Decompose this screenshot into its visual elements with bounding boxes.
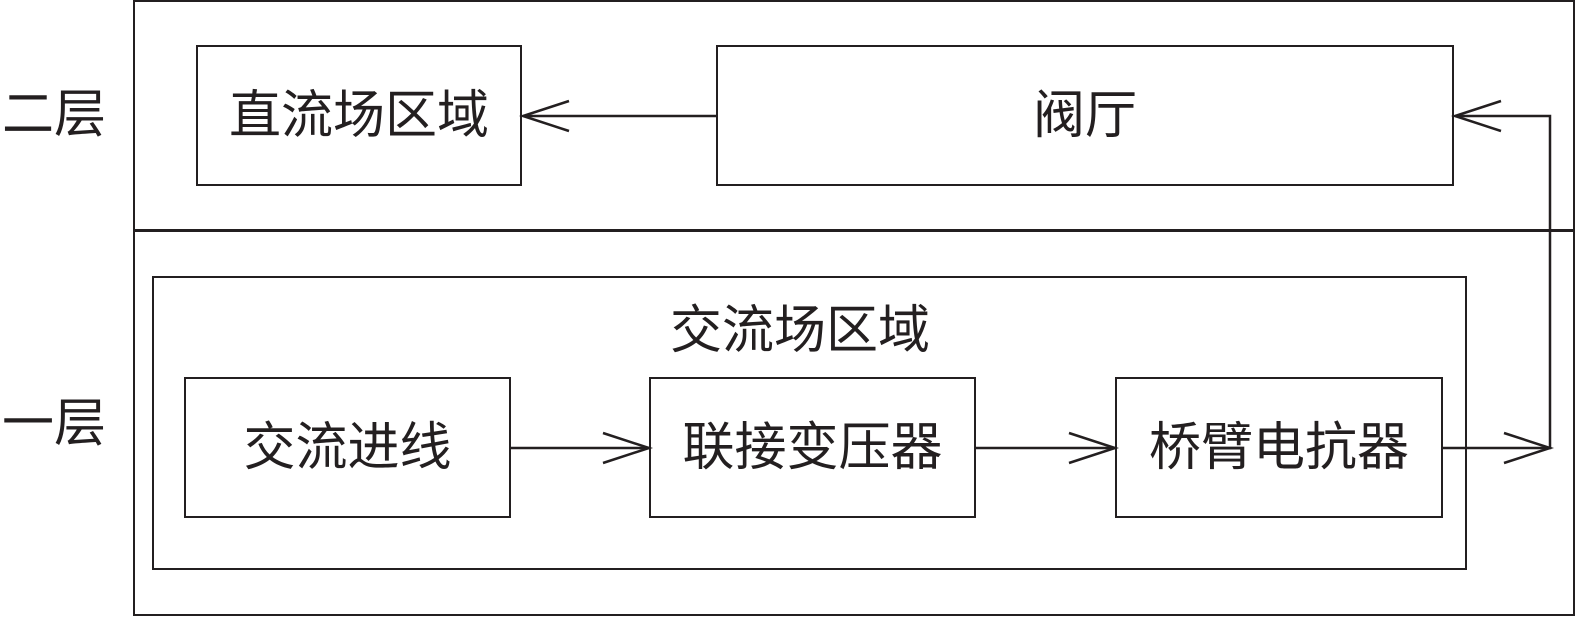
- arrow-head-reactor: [1068, 431, 1120, 465]
- ac-incoming-box: 交流进线: [184, 377, 511, 518]
- transformer-label: 联接变压器: [682, 417, 943, 478]
- arrow-reactor-to-valve-hall: [1443, 114, 1552, 450]
- upper-floor-label: 二层: [2, 85, 107, 145]
- ac-field-box: [152, 276, 1467, 570]
- dc-field-label: 直流场区域: [228, 85, 489, 146]
- arrow-head-dc: [518, 99, 570, 133]
- dc-field-box: 直流场区域: [196, 45, 522, 186]
- arrow-head-valve-hall: [1450, 99, 1502, 133]
- arrow-head-transformer: [602, 431, 654, 465]
- valve-hall-label: 阀厅: [1032, 85, 1137, 146]
- building-outline: [133, 0, 1575, 616]
- reactor-label: 桥臂电抗器: [1148, 417, 1409, 478]
- floor-divider: [133, 229, 1575, 232]
- ac-field-label: 交流场区域: [670, 301, 931, 361]
- arrow-head-riser: [1503, 431, 1555, 465]
- lower-floor-label: 一层: [2, 394, 107, 454]
- ac-incoming-label: 交流进线: [243, 417, 452, 478]
